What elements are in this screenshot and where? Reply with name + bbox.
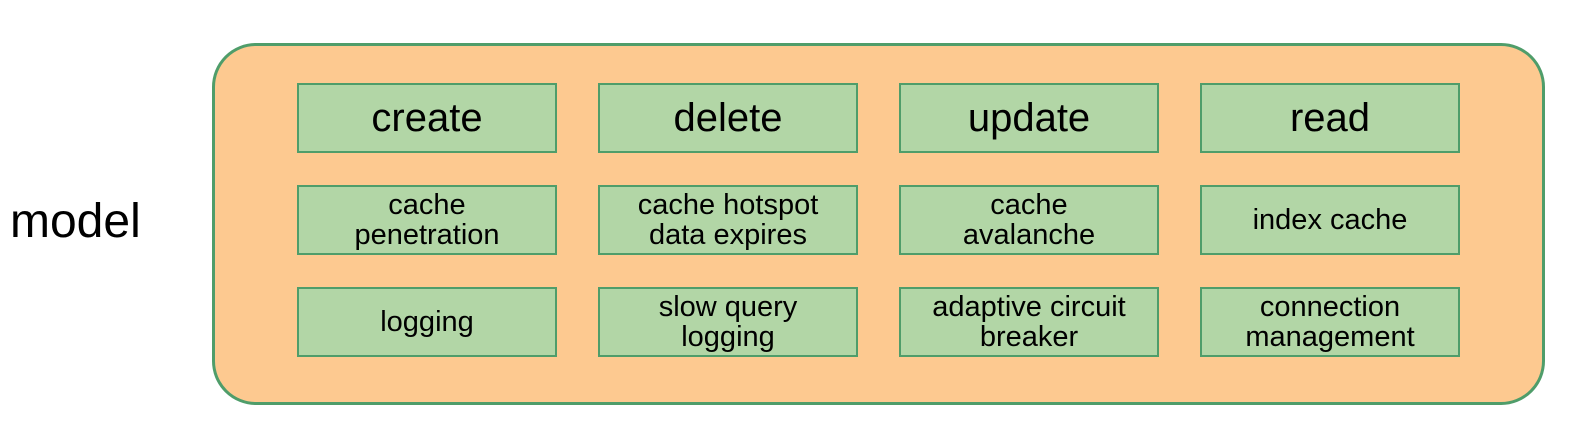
cell-slow-query-logging: slow query logging	[598, 287, 858, 357]
cell-create: create	[297, 83, 557, 153]
cell-logging-label: logging	[380, 306, 474, 338]
cell-connection-management-label: connection management	[1245, 291, 1415, 353]
cell-logging: logging	[297, 287, 557, 357]
cell-delete-label: delete	[673, 96, 783, 140]
cell-cache-avalanche-label: cache avalanche	[962, 189, 1096, 251]
cell-read: read	[1200, 83, 1460, 153]
cell-cache-hotspot-data-expires-label: cache hotspot data expires	[637, 189, 819, 251]
feature-grid: create delete update read cache penetrat…	[297, 83, 1542, 357]
cell-slow-query-logging-label: slow query logging	[658, 291, 798, 353]
cell-update-label: update	[967, 96, 1091, 140]
cell-cache-avalanche: cache avalanche	[899, 185, 1159, 255]
cell-update: update	[899, 83, 1159, 153]
cell-read-label: read	[1289, 96, 1371, 140]
cell-index-cache: index cache	[1200, 185, 1460, 255]
cell-create-label: create	[371, 96, 483, 140]
model-container: create delete update read cache penetrat…	[212, 43, 1545, 405]
cell-index-cache-label: index cache	[1252, 204, 1408, 236]
cell-delete: delete	[598, 83, 858, 153]
cell-cache-hotspot-data-expires: cache hotspot data expires	[598, 185, 858, 255]
cell-connection-management: connection management	[1200, 287, 1460, 357]
model-label: model	[10, 195, 141, 248]
cell-cache-penetration: cache penetration	[297, 185, 557, 255]
cell-cache-penetration-label: cache penetration	[354, 189, 500, 251]
cell-adaptive-circuit-breaker: adaptive circuit breaker	[899, 287, 1159, 357]
cell-adaptive-circuit-breaker-label: adaptive circuit breaker	[932, 291, 1126, 353]
